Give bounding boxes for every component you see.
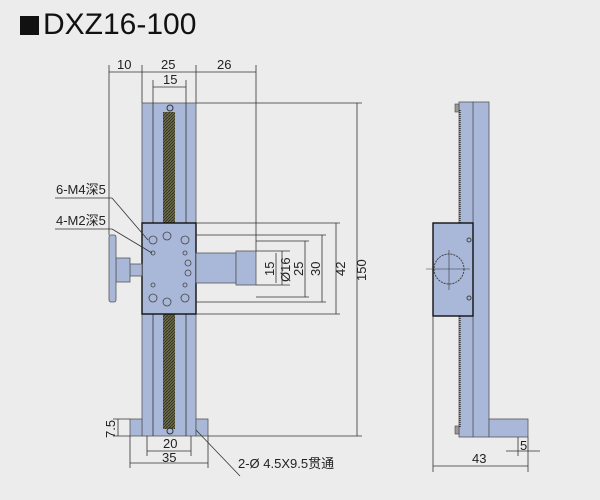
rod-end-block — [235, 250, 257, 286]
dim-43: 43 — [472, 451, 486, 466]
callout-m4-holes: 6-M4深5 — [56, 182, 106, 197]
carriage — [141, 222, 197, 315]
foot-left — [129, 418, 143, 437]
rod — [195, 252, 237, 284]
mount-holes — [148, 231, 192, 307]
lead-screw-top — [163, 112, 175, 223]
model-name: DXZ16-100 — [43, 8, 197, 41]
side-rail — [472, 101, 490, 438]
dim-10: 10 — [117, 57, 131, 72]
dim-dia16: Ø16 — [278, 257, 293, 282]
front-dimension-labels: 10 25 26 15 15 Ø16 25 30 42 150 7.5 20 3… — [56, 57, 369, 471]
side-dimension-lines — [432, 316, 540, 472]
dim-15-vertical: 15 — [262, 262, 277, 276]
dim-15: 15 — [163, 72, 177, 87]
handwheel — [108, 234, 117, 303]
shaft — [129, 263, 143, 277]
dim-5: 5 — [520, 438, 527, 453]
side-view — [426, 101, 529, 438]
callout-through-holes: 2-Ø 4.5X9.5贯通 — [238, 456, 334, 471]
dim-26: 26 — [217, 57, 231, 72]
dim-20: 20 — [163, 436, 177, 451]
page-title: DXZ16-100 — [20, 8, 196, 42]
callout-m2-holes: 4-M2深5 — [56, 213, 106, 228]
front-view — [108, 102, 257, 437]
side-carriage — [432, 222, 474, 317]
side-foot — [488, 418, 529, 438]
knob-hub — [115, 257, 131, 283]
title-square-icon — [20, 15, 39, 35]
dim-30: 30 — [308, 262, 323, 276]
front-dimension-lines — [55, 65, 362, 477]
dim-25: 25 — [161, 57, 175, 72]
dim-25-vertical: 25 — [291, 262, 306, 276]
lead-screw-bottom — [163, 314, 175, 429]
bearing-bottom-icon — [166, 427, 174, 435]
dim-150: 150 — [354, 259, 369, 281]
bearing-top-icon — [166, 104, 174, 112]
dim-42: 42 — [333, 262, 348, 276]
dim-7-5: 7.5 — [103, 420, 118, 438]
dim-35: 35 — [162, 450, 176, 465]
foot-right — [195, 418, 209, 437]
